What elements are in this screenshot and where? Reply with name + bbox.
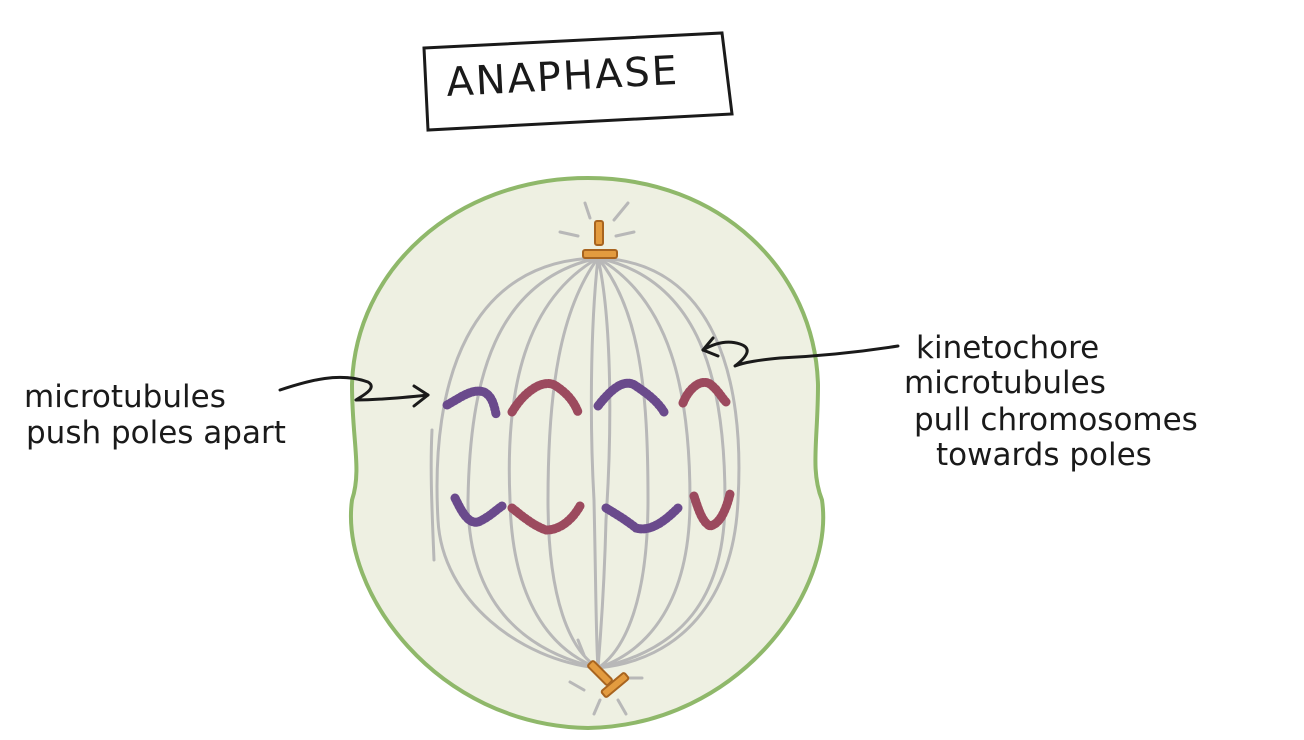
chromatid (689, 489, 735, 531)
chromatid (593, 378, 669, 417)
bottom-centrosome (587, 660, 630, 698)
lower-chromatids (450, 489, 735, 535)
chromatid (450, 493, 507, 527)
right-label-line-4: towards poles (936, 437, 1152, 473)
chromatid (507, 501, 585, 535)
right-label-line-2: microtubules (904, 365, 1106, 401)
bottom-aster-rays (568, 638, 644, 716)
top-centrosome (582, 220, 618, 259)
right-label-line-1: kinetochore (916, 330, 1099, 366)
top-aster-rays (558, 201, 636, 238)
title-box: ANAPHASE (422, 31, 734, 132)
spindle-microtubules (429, 256, 741, 670)
top-centriole-vertical (594, 220, 604, 246)
left-arrow (278, 375, 430, 408)
chromatid (507, 379, 583, 417)
left-label-line-2: push poles apart (26, 415, 286, 451)
right-label-line-3: pull chromosomes (914, 402, 1198, 438)
upper-chromatids (442, 378, 731, 419)
title-frame (422, 31, 734, 132)
title: ANAPHASE (445, 48, 680, 106)
left-label-line-1: microtubules (24, 379, 226, 415)
chromatid (442, 386, 501, 419)
right-arrow (701, 336, 900, 368)
chromatid (678, 378, 731, 408)
right-label: kinetochore microtubules pull chromosome… (904, 330, 1198, 473)
bottom-centriole-b (600, 672, 630, 698)
chromatid (601, 503, 683, 534)
left-label: microtubules push poles apart (24, 379, 286, 451)
top-centriole-horizontal (582, 249, 618, 259)
